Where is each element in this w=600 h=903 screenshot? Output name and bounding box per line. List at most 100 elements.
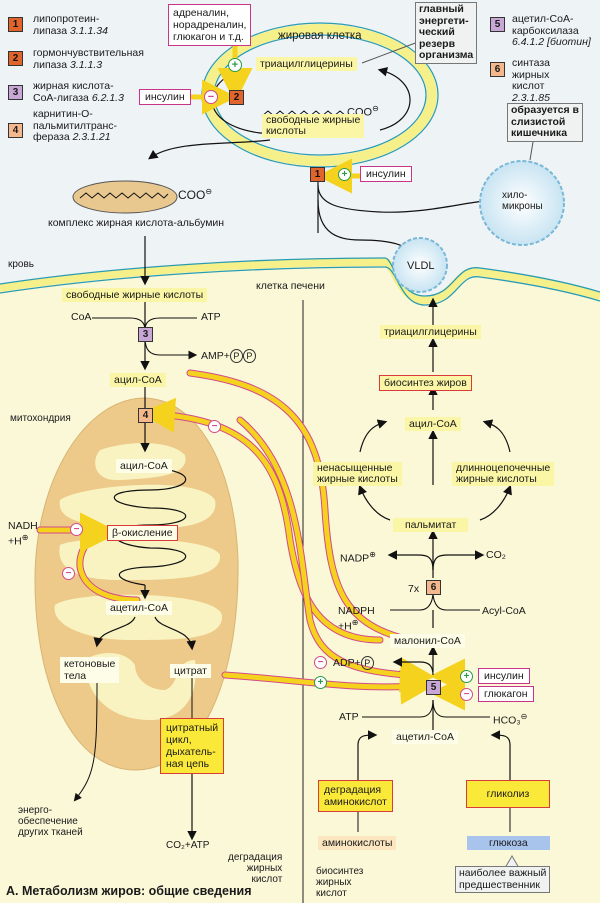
hco3-text: HCO₃ <box>493 714 521 727</box>
ffa-line: свободные жирные <box>266 114 361 126</box>
hormones-box: адреналин, норадреналин, глюкагон и т.д. <box>168 4 252 46</box>
tca-line: дыхатель- <box>166 746 216 758</box>
fat-cell-title: жировая клетка <box>278 30 362 42</box>
acetyl-coa-mito: ацетил-СоА <box>106 601 172 615</box>
callout-line: ческий <box>419 26 455 38</box>
atp-label: ATP <box>201 311 221 323</box>
nadp-text: NADP <box>340 552 370 565</box>
legend-name2: жирных <box>512 68 550 81</box>
long-chain-line: длинноцепочечные <box>456 462 551 474</box>
phosphate-icon: P <box>242 349 256 363</box>
times-seven: 7x <box>408 583 420 595</box>
legend-name2: липаза <box>33 58 68 71</box>
biosynthesis-line: жирных <box>316 877 352 888</box>
plus-sign: + <box>228 58 242 72</box>
insulin-box-acc: инсулин <box>478 668 530 684</box>
biosynthesis-line: кислот <box>316 888 347 899</box>
legend-name2: СоА-лигаза <box>33 91 89 104</box>
legend-name: синтаза <box>512 57 550 69</box>
hormone-line: норадреналин, <box>173 19 247 31</box>
legend-ec: 3.1.1.3 <box>69 58 103 71</box>
enzyme-3-marker: 3 <box>138 327 153 342</box>
callout-line: главный <box>419 3 464 15</box>
amp-text: AMP+ <box>201 350 230 362</box>
enzyme-5-marker: 5 <box>426 680 441 695</box>
glucose: глюкоза <box>467 836 550 850</box>
aa-degradation-box: деградация аминокислот <box>318 780 393 812</box>
albumin <box>72 180 178 214</box>
tca-line: цитратный <box>166 722 219 734</box>
enzyme-badge-2: 2 <box>8 51 23 66</box>
acyl-coa-cyto: ацил-СоА <box>110 373 166 387</box>
legend-item-4: карнитин-О- пальмитилтранс- фераза 2.3.1… <box>33 108 118 144</box>
liver-free-fatty-acids: свободные жирные кислоты <box>62 288 208 302</box>
legend-item-5: ацетил-СоА- карбоксилаза 6.4.1.2 [биотин… <box>512 13 591 49</box>
fat-biosynthesis: биосинтез жиров <box>379 375 472 391</box>
tca-line: цикл, <box>166 734 192 746</box>
nadph-text: NADPH <box>338 605 375 617</box>
ketone-line: кетоновые <box>64 658 116 670</box>
degradation-line: жирных <box>246 863 283 874</box>
legend-ec: 2.3.1.21 <box>72 131 111 143</box>
legend-name2: пальмитилтранс- <box>33 119 118 132</box>
glycolysis-box: гликолиз <box>466 780 550 808</box>
callout-line: наиболее важный <box>459 867 547 879</box>
legend-name: липопротеин- <box>33 13 100 25</box>
malonyl-coa: малонил-СоА <box>390 634 465 648</box>
callout-line: слизистой <box>511 115 566 128</box>
vldl-label: VLDL <box>407 260 435 272</box>
long-chain-fa: длинноцепочечные жирные кислоты <box>452 462 555 486</box>
co2-label: CO₂ <box>486 549 506 561</box>
ketone-line: тела <box>64 670 87 682</box>
h-plus-text: +H <box>338 620 352 633</box>
albumin-label: комплекс жирная кислота-альбумин <box>48 217 225 229</box>
enzyme-2-marker: 2 <box>229 90 244 105</box>
chylo-line: хило- <box>502 190 528 201</box>
mitochondrion-label: митохондрия <box>10 413 71 424</box>
enzyme-badge-3: 3 <box>8 85 23 100</box>
coo-text: COO <box>178 188 206 202</box>
co2-atp-label: CO₂+ATP <box>166 840 210 851</box>
legend-name2: липаза <box>33 24 68 37</box>
minus-sign: − <box>314 656 327 669</box>
callout-line: резерв <box>419 37 456 50</box>
insulin-box-fat: инсулин <box>139 89 191 105</box>
fat-free-fatty-acids: свободные жирные кислоты <box>262 114 365 138</box>
blood-label: кровь <box>8 259 35 270</box>
legend-item-1: липопротеин- липаза 3.1.1.34 <box>33 13 108 37</box>
fa-degradation-label: деградация жирных кислот <box>228 852 282 885</box>
nadph-label: NADPH +H⊕ <box>338 605 375 633</box>
minus-sign: − <box>460 688 473 701</box>
liver-cell-label: клетка печени <box>256 280 325 292</box>
coa-label: CoA <box>71 311 92 323</box>
biosynthesis-line: биосинтез <box>316 866 364 877</box>
hormone-line: глюкагон и т.д. <box>173 31 244 43</box>
aa-degradation-line: аминокислот <box>324 796 387 808</box>
chylo-line: микроны <box>502 201 543 212</box>
enzyme-badge-4: 4 <box>8 123 23 138</box>
long-chain-line: жирные кислоты <box>456 473 537 485</box>
chylomicron-label: хило- микроны <box>502 190 543 212</box>
beta-oxidation: β-окисление <box>107 525 178 541</box>
callout-line: образуется в <box>511 104 579 116</box>
legend-name3: фераза <box>33 131 70 143</box>
acyl-coa-en-label: Acyl-CoA <box>482 605 526 617</box>
legend-name2: карбоксилаза <box>512 24 579 37</box>
enzyme-1-marker: 1 <box>310 167 325 182</box>
vldl <box>392 237 448 293</box>
acetyl-coa-cyto: ацетил-СоА <box>392 730 458 744</box>
degradation-line: деградация <box>228 852 283 863</box>
plus-sign: + <box>314 676 327 689</box>
nadh-label: NADH +H⊕ <box>8 520 38 548</box>
tca-line: ная цепь <box>166 758 210 770</box>
glucagon-box-acc: глюкагон <box>478 686 534 702</box>
enzyme-badge-1: 1 <box>8 17 23 32</box>
energy-line: обеспечение <box>18 816 78 827</box>
phosphate-icon: P <box>229 349 243 363</box>
fat-triacylglycerols: триацилглицерины <box>256 57 357 71</box>
fa-biosynthesis-label: биосинтез жирных кислот <box>316 866 363 899</box>
enzyme-badge-6: 6 <box>490 62 505 77</box>
nadh-text: NADH <box>8 520 38 532</box>
unsaturated-fa: ненасыщенные жирные кислоты <box>313 462 402 486</box>
